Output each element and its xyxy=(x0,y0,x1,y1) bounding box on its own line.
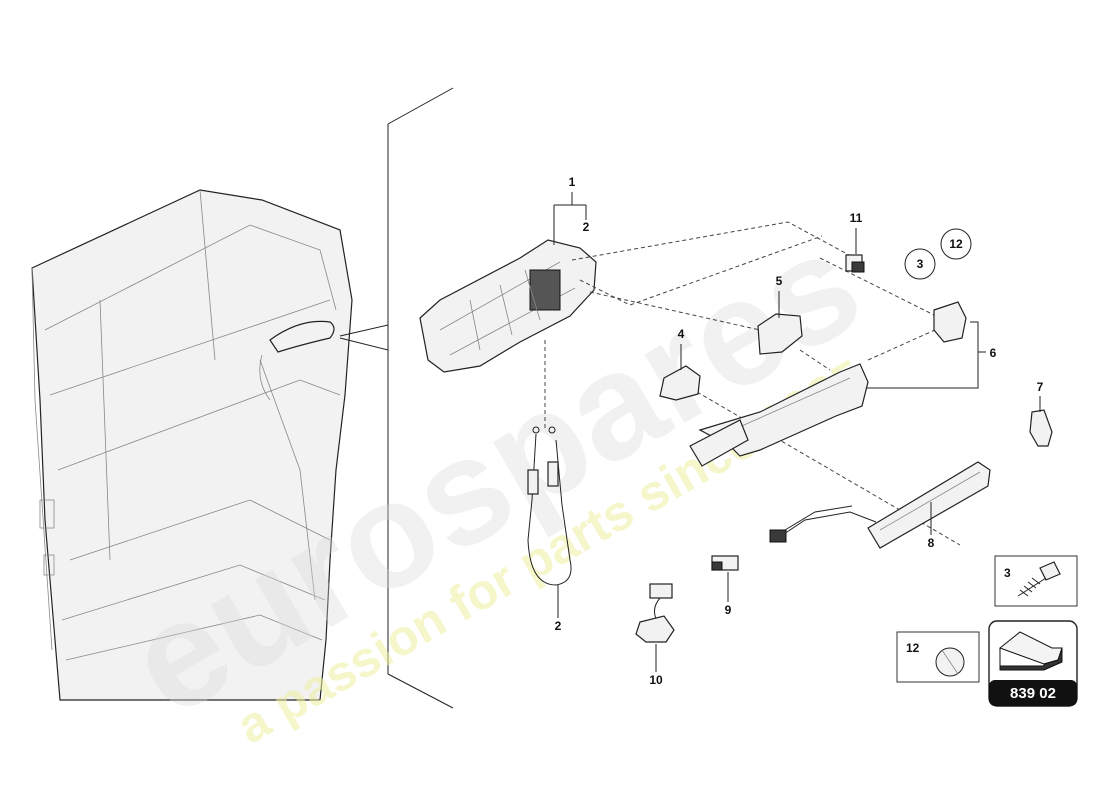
part-7 xyxy=(1029,409,1053,447)
view-bracket xyxy=(339,87,454,709)
diagram-code: 839 02 xyxy=(1010,685,1056,702)
callout-5: 5 xyxy=(776,274,783,288)
callout-2-cable: 2 xyxy=(555,619,562,633)
callout-11: 11 xyxy=(850,211,863,225)
circled-ref-12: 12 xyxy=(940,228,972,260)
callout-10: 10 xyxy=(649,673,663,687)
circled-ref-3: 3 xyxy=(904,248,936,280)
outer-door-handle xyxy=(689,301,967,467)
cover-cap-4 xyxy=(659,365,701,401)
callout-7: 7 xyxy=(1037,380,1044,394)
harness-10 xyxy=(635,583,675,643)
plug-icon xyxy=(935,647,965,677)
bowden-cable xyxy=(527,426,572,586)
detail-box-3: 3 xyxy=(994,555,1078,607)
callout-4: 4 xyxy=(678,327,685,341)
car-door-illustration xyxy=(31,189,353,701)
handle-carrier xyxy=(419,239,597,373)
callout-8: 8 xyxy=(928,536,935,550)
svg-text:12: 12 xyxy=(906,641,920,655)
svg-text:12: 12 xyxy=(949,237,963,251)
detail-box-12: 12 xyxy=(896,631,980,683)
screw-icon xyxy=(1017,561,1061,597)
callout-9: 9 xyxy=(725,603,732,617)
callout-6: 6 xyxy=(990,346,997,360)
assembly-guides xyxy=(544,221,961,546)
callout-2-top: 2 xyxy=(583,220,590,234)
callout-1: 1 xyxy=(569,175,576,189)
arrow-icon xyxy=(998,631,1063,671)
callouts: 1 2 2 4 5 6 7 8 9 10 11 xyxy=(553,175,1044,687)
cover-5 xyxy=(757,313,803,355)
svg-text:3: 3 xyxy=(917,257,924,271)
connector-9 xyxy=(711,555,739,571)
diagram-code-badge: 839 02 xyxy=(988,620,1078,707)
part-11 xyxy=(845,254,865,273)
svg-text:3: 3 xyxy=(1004,566,1011,580)
handle-module-8 xyxy=(769,461,991,549)
